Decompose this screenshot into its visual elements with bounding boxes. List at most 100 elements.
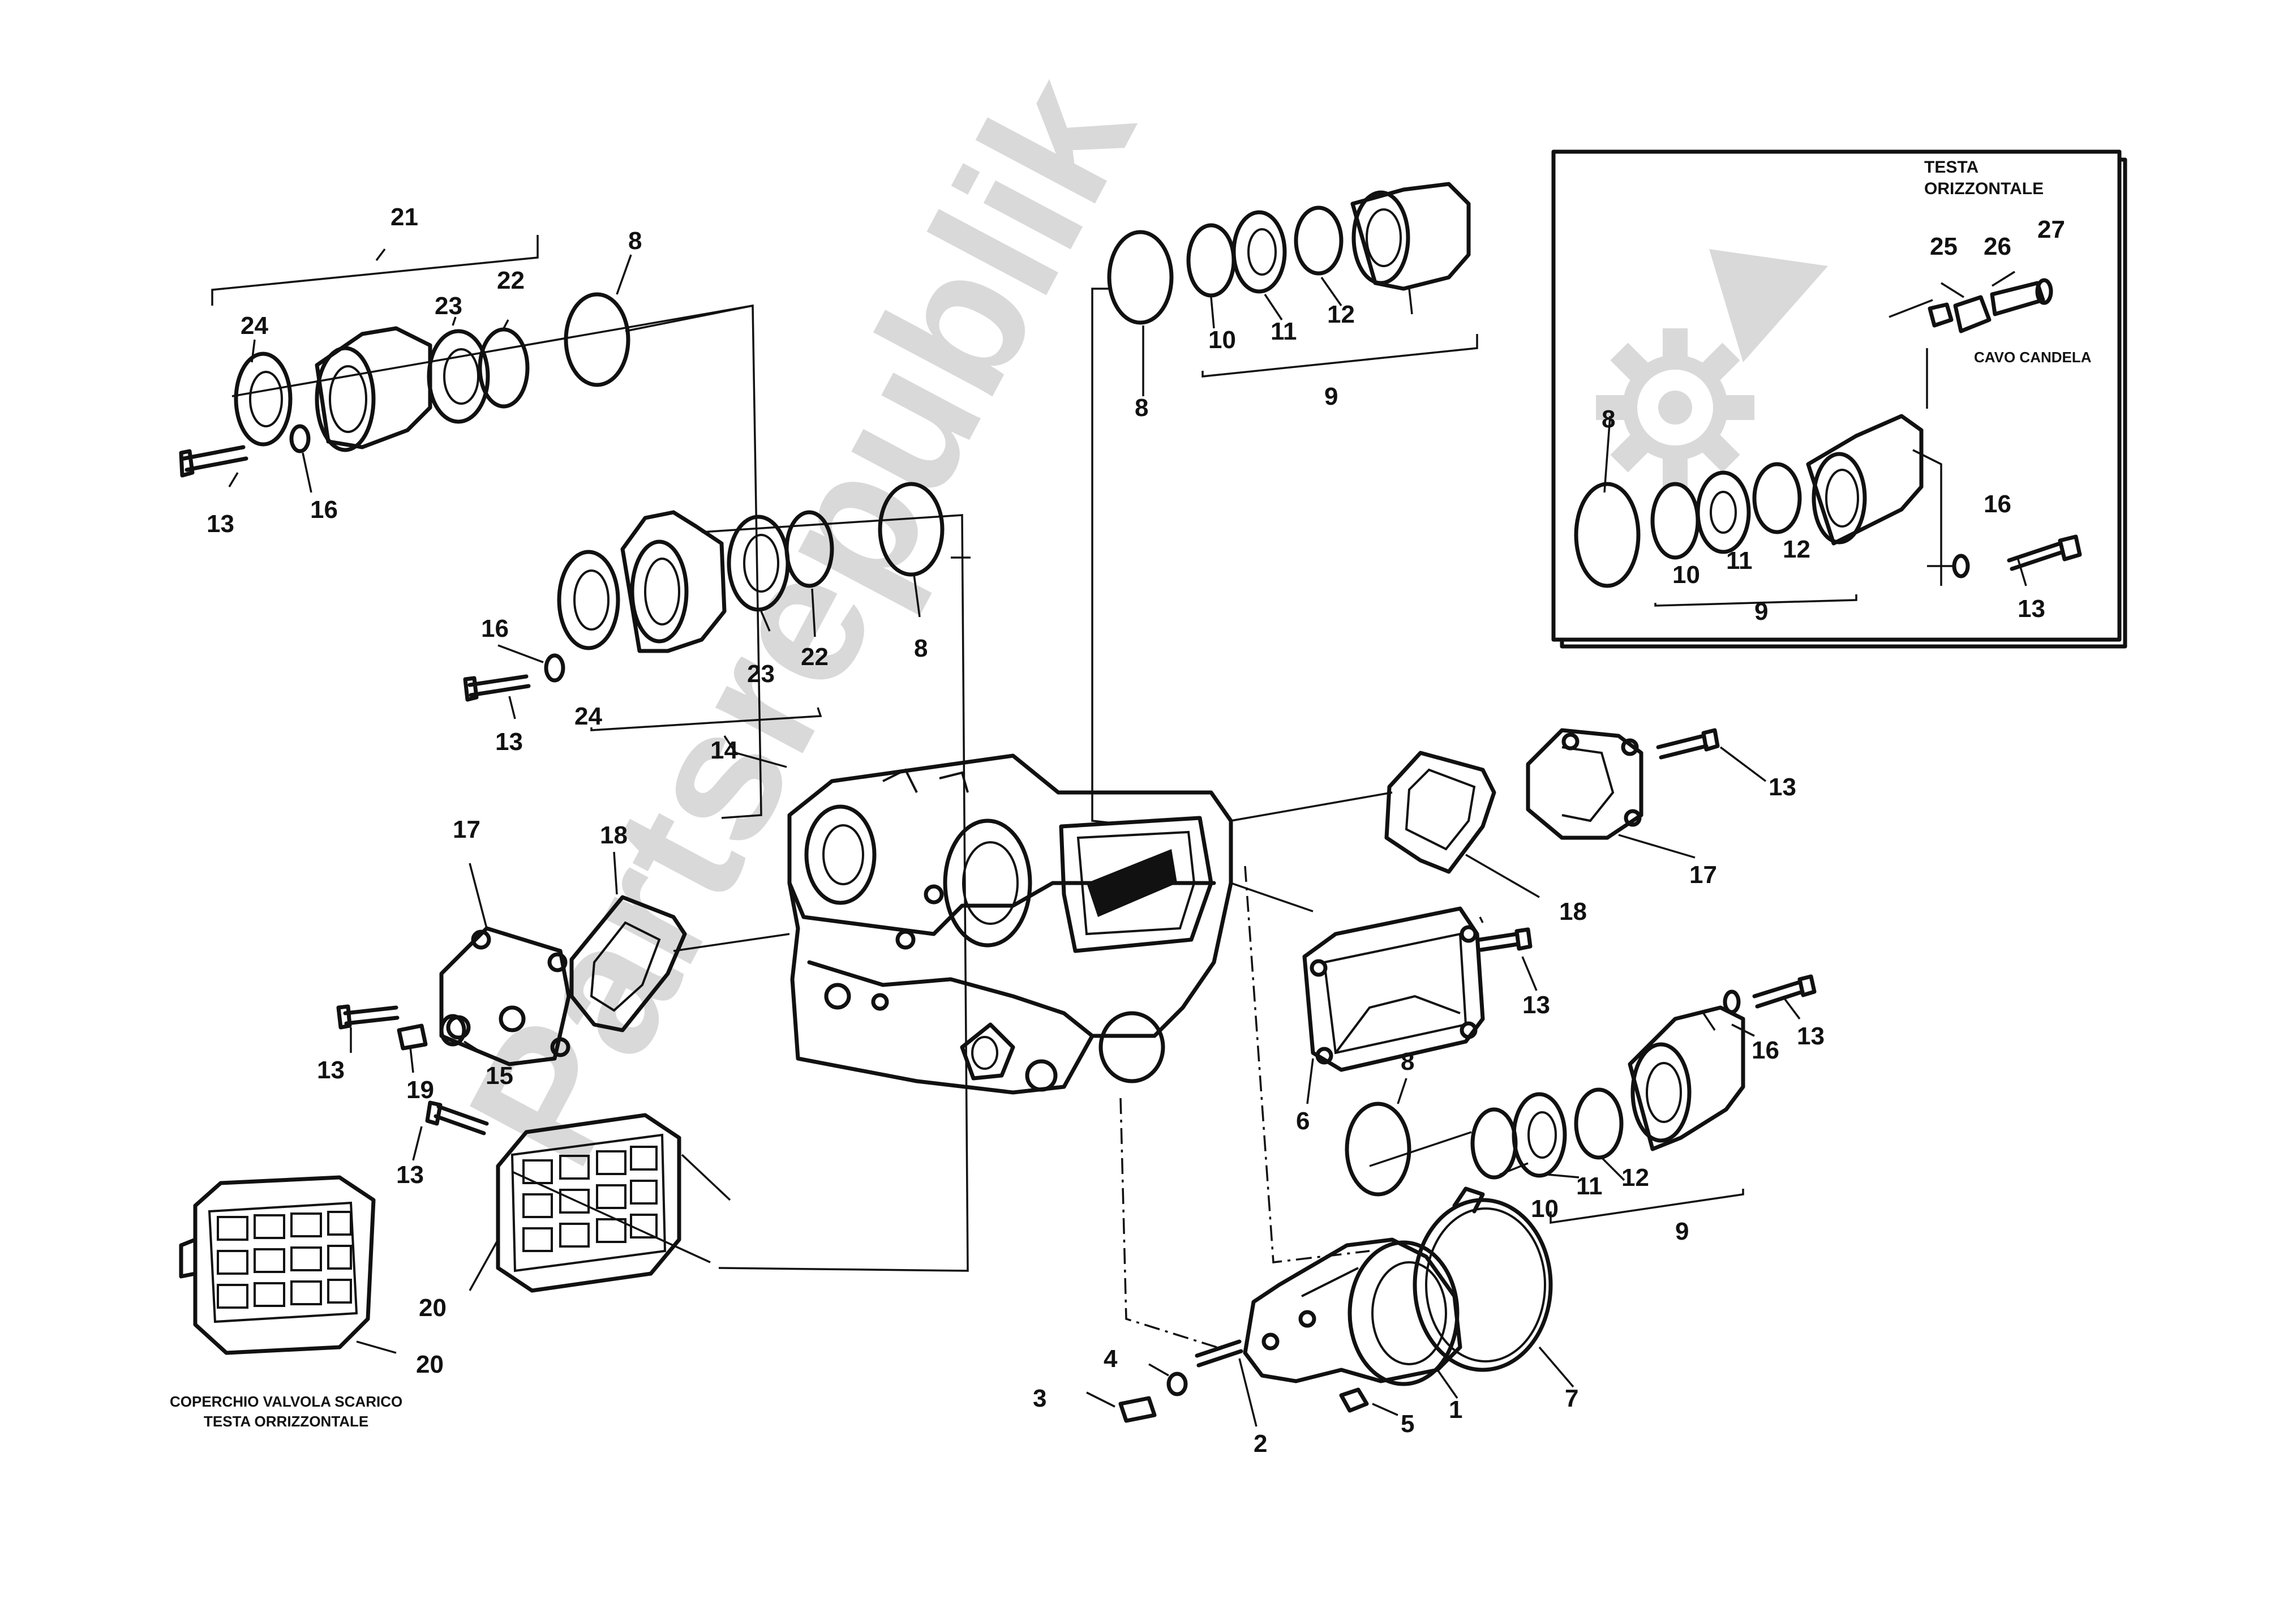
callout-26: 26 [1984, 233, 2011, 260]
callout-3: 3 [1033, 1385, 1046, 1412]
bolt-13-right-cover [1656, 728, 1720, 760]
inset-frame [1551, 149, 2122, 642]
callout-10-top: 10 [1208, 326, 1236, 354]
bolt-13-lower [1752, 974, 1817, 1009]
callout-9-lower: 9 [1675, 1218, 1689, 1245]
inset-title-line1: TESTA [1924, 158, 1979, 177]
callout-11-top: 11 [1271, 318, 1297, 345]
callout-16-top-left: 16 [310, 496, 338, 524]
callout-8-inset: 8 [1602, 405, 1615, 433]
oring-8-top [1107, 230, 1174, 325]
callout-6: 6 [1296, 1107, 1310, 1135]
intake-manifold-group: 4 3 2 5 1 7 [1033, 1186, 1578, 1458]
gasket-18-right [1384, 751, 1496, 874]
callout-23-mid: 23 [747, 660, 775, 688]
flange-14 [620, 510, 727, 653]
seal-12-top [1294, 205, 1344, 276]
callout-18-right: 18 [1559, 898, 1587, 925]
callout-20-large: 20 [419, 1294, 447, 1322]
plug-19 [397, 1023, 428, 1051]
group-9-top: 8 10 11 12 9 [1091, 182, 1478, 825]
inset-seal [1752, 462, 1802, 534]
callout-12-inset: 12 [1783, 535, 1810, 563]
group-9-lower-right: 8 10 11 12 9 16 13 [1345, 974, 1825, 1245]
circlip-22-mid [784, 510, 834, 588]
callout-1: 1 [1449, 1396, 1462, 1424]
watermark-text: Partsrepublik [428, 43, 1174, 1197]
washer-16-mid [544, 653, 565, 683]
callout-22-mid: 22 [801, 643, 829, 671]
cylinder-head [787, 753, 1370, 1348]
callout-17-right: 17 [1689, 861, 1717, 889]
spark-plug-cable-caption: CAVO CANDELA [1974, 349, 2092, 366]
callout-8-lower: 8 [1401, 1048, 1414, 1075]
callout-10-inset: 10 [1672, 561, 1700, 589]
bearing-11-lower [1512, 1092, 1567, 1178]
inset-housing [1806, 414, 1924, 546]
exhaust-valve-covers: 13 20 20 COPERCHIO VALVOLA SCARICO TESTA… [170, 1100, 731, 1430]
washer-15 [439, 1014, 466, 1047]
inset-spark-nut [1928, 302, 1954, 328]
bolt-13-top-left [179, 445, 248, 478]
callout-20-small: 20 [416, 1351, 444, 1378]
callout-13-mid: 13 [495, 728, 523, 756]
cover-6 [1302, 906, 1485, 1072]
callout-16-mid: 16 [481, 615, 509, 642]
callout-2: 2 [1254, 1430, 1267, 1458]
callout-12-lower: 12 [1621, 1164, 1649, 1192]
callout-21: 21 [390, 203, 418, 231]
callout-23-top: 23 [435, 292, 462, 320]
callout-12-top: 12 [1327, 301, 1355, 328]
left-covers: 17 18 13 19 15 [317, 816, 790, 1104]
callout-9-top: 9 [1324, 383, 1338, 410]
circlip-22 [478, 327, 530, 409]
callout-5: 5 [1401, 1410, 1414, 1438]
bearing-11-top [1231, 210, 1287, 294]
bolt-3 [1118, 1396, 1157, 1423]
watermark-gear-icon [1596, 328, 1754, 487]
washer-16-top-left [289, 424, 311, 453]
callout-27: 27 [2037, 216, 2065, 243]
inset-title-line2: ORIZZONTALE [1924, 179, 2044, 198]
callout-17-left: 17 [453, 816, 480, 843]
housing-top [1350, 182, 1471, 291]
circlip-10-lower [1470, 1107, 1518, 1180]
callout-13-inset: 13 [2018, 595, 2045, 623]
callout-14: 14 [710, 736, 738, 764]
inset-oring [1574, 482, 1641, 588]
inset-circlip [1650, 482, 1700, 560]
seal-24-mid [557, 550, 620, 650]
housing-lower [1628, 1005, 1745, 1151]
cover-20-small [193, 1175, 376, 1355]
callout-8-top: 8 [1135, 394, 1148, 422]
callout-16-inset: 16 [1984, 490, 2011, 518]
callout-13-left: 13 [317, 1056, 345, 1084]
callout-13-lower: 13 [1797, 1022, 1825, 1050]
bolt-13-left-cover [336, 1004, 400, 1030]
callout-9-inset: 9 [1754, 598, 1768, 625]
exhaust-cover-caption-line1: COPERCHIO VALVOLA SCARICO [170, 1393, 402, 1410]
callout-15: 15 [486, 1062, 513, 1090]
callout-19: 19 [406, 1076, 434, 1104]
bolt-13-exhaust [425, 1100, 489, 1135]
seal-12-lower [1574, 1087, 1624, 1160]
bearing-23 [427, 329, 490, 424]
callout-25: 25 [1930, 233, 1958, 260]
washer-16-lower [1723, 989, 1741, 1014]
cover-20-large [496, 1113, 681, 1293]
callout-13-right-top: 13 [1769, 773, 1796, 801]
cover-17-left [439, 926, 571, 1066]
group-21-top-left: 21 24 23 22 8 13 16 [179, 203, 762, 819]
circlip-10-top [1186, 223, 1236, 298]
cover-6-group: 6 13 [1230, 882, 1550, 1135]
callout-13-top-left: 13 [207, 510, 234, 538]
flange-21 [315, 326, 432, 449]
right-covers: 13 17 18 [1230, 728, 1796, 925]
seal-24 [234, 352, 293, 447]
callout-4: 4 [1104, 1345, 1118, 1373]
group-14-left: 16 13 24 23 22 8 14 [463, 482, 971, 1272]
clamp-7 [1413, 1198, 1553, 1372]
callout-13-cover-6: 13 [1522, 991, 1550, 1019]
oring-8-lower [1345, 1102, 1411, 1197]
